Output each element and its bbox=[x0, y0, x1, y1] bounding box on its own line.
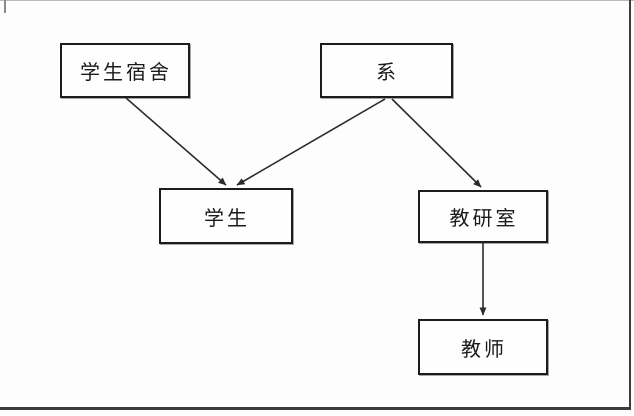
node-research-office: 教研室 bbox=[418, 190, 548, 243]
node-student: 学生 bbox=[159, 188, 293, 244]
node-research-office-label: 教研室 bbox=[449, 206, 519, 230]
edge-dorm-to-student bbox=[125, 97, 227, 186]
node-teacher-label: 教师 bbox=[461, 336, 507, 361]
edge-department-to-student bbox=[236, 98, 386, 186]
frame-bottom-border bbox=[0, 407, 631, 410]
frame-left-tick bbox=[4, 0, 6, 13]
node-student-label: 学生 bbox=[204, 205, 250, 230]
node-teacher: 教师 bbox=[418, 319, 548, 375]
node-student-dormitory: 学生宿舍 bbox=[60, 43, 190, 98]
edge-department-to-research-office bbox=[391, 98, 482, 188]
node-department-label: 系 bbox=[376, 60, 399, 84]
node-student-dormitory-label: 学生宿舍 bbox=[80, 60, 172, 84]
frame-right-border bbox=[629, 0, 631, 409]
node-department: 系 bbox=[320, 43, 453, 98]
frame-top-border bbox=[0, 0, 634, 1]
